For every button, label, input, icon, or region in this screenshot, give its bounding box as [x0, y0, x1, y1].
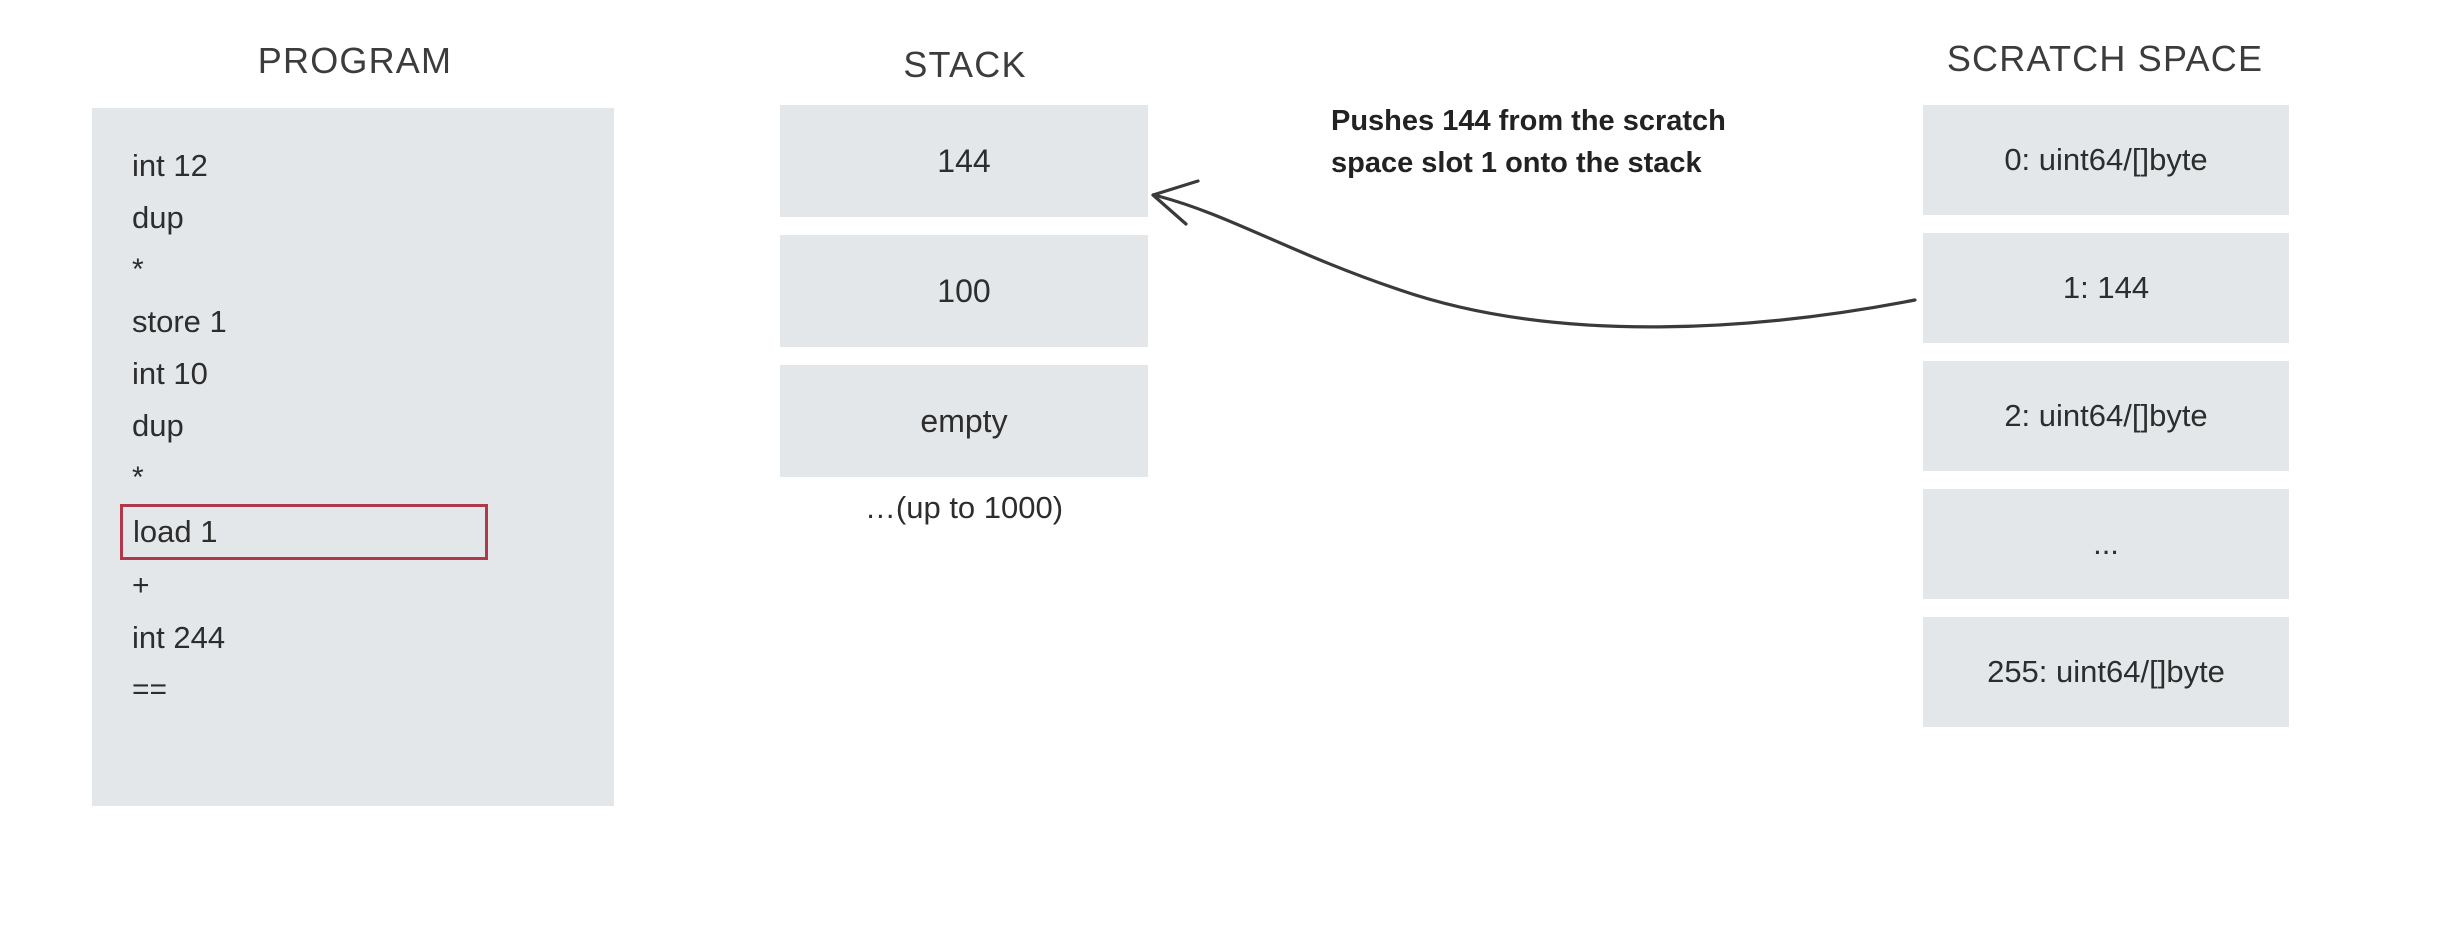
scratch-slot: 1: 144: [1923, 233, 2289, 343]
stack-capacity-note: …(up to 1000): [864, 490, 1064, 525]
scratch-slot-list: 0: uint64/[]byte 1: 144 2: uint64/[]byte…: [1923, 105, 2289, 745]
program-instruction-row: dup: [132, 200, 184, 235]
arrow-head-icon: [1151, 179, 1200, 226]
program-instruction-list: int 12 dup * store 1 int 10 dup * load 1…: [120, 140, 560, 716]
program-instruction-row: dup: [132, 408, 184, 443]
program-instruction-row: int 10: [132, 356, 208, 391]
program-panel: [92, 108, 614, 806]
scratch-space-column-title: SCRATCH SPACE: [1946, 38, 2264, 79]
program-instruction-row: *: [132, 461, 144, 494]
program-instruction-row: ==: [132, 673, 168, 706]
stack-column-title: STACK: [903, 44, 1027, 85]
program-instruction-row: int 244: [132, 620, 226, 655]
program-instruction-row-highlighted: load 1: [120, 504, 488, 560]
scratch-slot: 255: uint64/[]byte: [1923, 617, 2289, 727]
stack-cell: 100: [780, 235, 1148, 347]
scratch-slot: 0: uint64/[]byte: [1923, 105, 2289, 215]
program-instruction-row: +: [132, 569, 150, 602]
scratch-slot: 2: uint64/[]byte: [1923, 361, 2289, 471]
annotation-line-2: space slot 1 onto the stack: [1331, 147, 1702, 179]
scratch-slot-ellipsis: ...: [1923, 489, 2289, 599]
stack-cell-list: 144 100 empty: [780, 105, 1148, 495]
program-instruction-row: *: [132, 253, 144, 286]
stack-cell: 144: [780, 105, 1148, 217]
arrow-curve-path: [1156, 194, 1917, 329]
annotation-line-1: Pushes 144 from the scratch: [1331, 105, 1726, 137]
program-instruction-row: store 1: [132, 304, 227, 339]
stack-cell: empty: [780, 365, 1148, 477]
program-column-title: PROGRAM: [257, 40, 453, 81]
program-instruction-row: int 12: [132, 148, 208, 183]
annotation-label: Pushes 144 from the scratch space slot 1…: [1331, 100, 1801, 184]
